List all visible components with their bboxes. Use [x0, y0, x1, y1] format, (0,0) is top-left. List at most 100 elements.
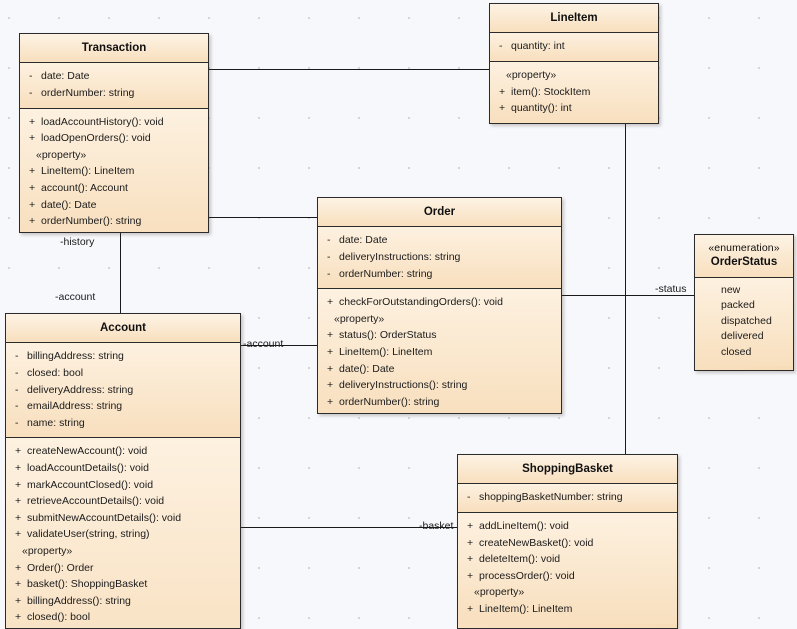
- property-row: + item(): StockItem: [494, 84, 654, 101]
- visibility-marker: -: [15, 366, 19, 379]
- property-stereotype-label: «property»: [506, 68, 557, 81]
- attribute-row: - name: string: [10, 415, 236, 432]
- enum-literal: dispatched: [721, 314, 772, 327]
- property-signature: LineItem(): LineItem: [339, 345, 433, 358]
- operation-row: + retrieveAccountDetails(): void: [10, 493, 236, 510]
- property-signature: billingAddress(): string: [27, 594, 131, 607]
- operation-signature: addLineItem(): void: [479, 519, 569, 532]
- operation-signature: loadAccountHistory(): void: [41, 115, 164, 128]
- operation-signature: checkForOutstandingOrders(): void: [339, 296, 503, 309]
- property-signature: deliveryInstructions(): string: [339, 379, 468, 392]
- property-stereotype-label: «property»: [36, 148, 87, 161]
- visibility-marker: +: [467, 553, 474, 566]
- attribute-row: - orderNumber: string: [322, 266, 557, 283]
- class-box-orderstatus[interactable]: «enumeration» OrderStatus new packed dis…: [694, 234, 794, 371]
- connector-label-status: -status: [655, 283, 687, 295]
- operation-row: + loadOpenOrders(): void: [24, 130, 204, 147]
- class-box-shoppingbasket[interactable]: ShoppingBasket - shoppingBasketNumber: s…: [457, 454, 678, 629]
- connector-order-orderstatus[interactable]: [562, 295, 695, 296]
- visibility-marker: +: [327, 379, 334, 392]
- property-row: + Order(): Order: [10, 560, 236, 577]
- visibility-marker: +: [467, 536, 474, 549]
- visibility-marker: -: [29, 86, 33, 99]
- attribute-signature: quantity: int: [511, 40, 565, 53]
- connector-transaction-lineitem[interactable]: [209, 69, 490, 70]
- operation-row: + checkForOutstandingOrders(): void: [322, 294, 557, 311]
- property-stereotype-label: «property»: [334, 312, 385, 325]
- operation-signature: processOrder(): void: [479, 569, 575, 582]
- visibility-marker: -: [499, 40, 503, 53]
- class-box-transaction[interactable]: Transaction - date: Date - orderNumber: …: [19, 33, 209, 233]
- attributes-compartment-account: - billingAddress: string - closed: bool …: [6, 343, 240, 439]
- enumeration-stereotype: «enumeration»: [708, 242, 780, 254]
- visibility-marker: +: [15, 461, 22, 474]
- operation-row: + loadAccountHistory(): void: [24, 114, 204, 131]
- visibility-marker: +: [327, 395, 334, 408]
- attributes-compartment-order: - date: Date - deliveryInstructions: str…: [318, 227, 561, 290]
- connector-transaction-order[interactable]: [209, 217, 318, 218]
- literals-compartment-orderstatus: new packed dispatched delivered closed: [695, 277, 793, 366]
- operation-row: + addLineItem(): void: [462, 518, 673, 535]
- property-signature: quantity(): int: [511, 102, 572, 115]
- property-signature: date(): Date: [41, 198, 97, 211]
- visibility-marker: +: [499, 102, 506, 115]
- visibility-marker: -: [467, 491, 471, 504]
- operation-row: + submitNewAccountDetails(): void: [10, 510, 236, 527]
- class-title-order: Order: [318, 198, 561, 228]
- visibility-marker: -: [327, 234, 331, 247]
- visibility-marker: +: [327, 329, 334, 342]
- operation-row: + validateUser(string, string): [10, 526, 236, 543]
- visibility-marker: -: [15, 383, 19, 396]
- property-signature: account(): Account: [41, 181, 128, 194]
- visibility-marker: +: [29, 165, 36, 178]
- property-row: + date(): Date: [24, 197, 204, 214]
- attribute-signature: emailAddress: string: [27, 400, 123, 413]
- operation-row: + markAccountClosed(): void: [10, 477, 236, 494]
- attribute-signature: closed: bool: [27, 366, 84, 379]
- attribute-row: - billingAddress: string: [10, 348, 236, 365]
- visibility-marker: +: [15, 511, 22, 524]
- attribute-row: - orderNumber: string: [24, 85, 204, 102]
- visibility-marker: +: [29, 198, 36, 211]
- visibility-marker: +: [499, 85, 506, 98]
- attribute-row: - deliveryInstructions: string: [322, 249, 557, 266]
- visibility-marker: -: [29, 70, 33, 83]
- property-signature: date(): Date: [339, 362, 395, 375]
- property-signature: deliveryAddress(): string: [27, 626, 140, 629]
- property-signature: LineItem(): LineItem: [41, 165, 135, 178]
- property-row: + billingAddress(): string: [10, 593, 236, 610]
- operation-row: + createNewBasket(): void: [462, 535, 673, 552]
- class-box-lineitem[interactable]: LineItem - quantity: int «property» + it…: [489, 3, 659, 124]
- connector-account-shoppingbasket[interactable]: [241, 527, 458, 528]
- visibility-marker: -: [327, 250, 331, 263]
- attribute-row: - quantity: int: [494, 38, 654, 55]
- property-stereotype-label: «property»: [474, 586, 525, 599]
- operation-signature: submitNewAccountDetails(): void: [27, 511, 182, 524]
- attribute-row: - deliveryAddress: string: [10, 382, 236, 399]
- enum-literal: delivered: [721, 330, 764, 342]
- enum-literal: new: [721, 283, 741, 296]
- operation-signature: loadAccountDetails(): void: [27, 461, 149, 474]
- property-row: + closed(): bool: [10, 609, 236, 626]
- connector-account-order[interactable]: [241, 345, 318, 346]
- visibility-marker: +: [29, 132, 36, 145]
- class-box-account[interactable]: Account - billingAddress: string - close…: [5, 313, 241, 629]
- enum-literal: closed: [721, 345, 752, 358]
- attribute-signature: orderNumber: string: [41, 86, 135, 99]
- visibility-marker: +: [29, 215, 36, 228]
- connector-label-account-transaction: -account: [55, 291, 96, 303]
- attributes-compartment-shoppingbasket: - shoppingBasketNumber: string: [458, 484, 677, 513]
- operation-signature: markAccountClosed(): void: [27, 478, 154, 491]
- visibility-marker: +: [10, 626, 27, 629]
- connector-transaction-account[interactable]: [120, 233, 121, 314]
- connector-label-account-order: -account: [243, 338, 284, 350]
- visibility-marker: +: [15, 578, 22, 591]
- class-box-order[interactable]: Order - date: Date - deliveryInstruction…: [317, 197, 562, 414]
- visibility-marker: -: [327, 267, 331, 280]
- class-title-account: Account: [6, 314, 240, 344]
- connector-lineitem-shoppingbasket[interactable]: [625, 124, 626, 455]
- operation-row: + createNewAccount(): void: [10, 443, 236, 460]
- attributes-compartment-transaction: - date: Date - orderNumber: string: [20, 63, 208, 109]
- attributes-compartment-lineitem: - quantity: int: [490, 33, 658, 62]
